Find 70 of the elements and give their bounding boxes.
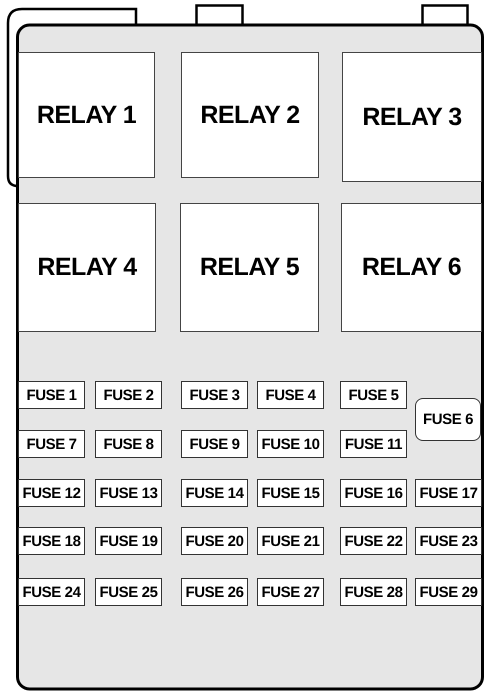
relay-label: RELAY 3: [362, 104, 462, 130]
fuse-slot: [257, 578, 324, 606]
fuse-label: FUSE 20: [185, 534, 244, 548]
fuse-slot: [18, 381, 85, 409]
relay-slot: [180, 203, 319, 332]
fuse-label: FUSE 14: [185, 486, 244, 500]
fuse-slot: [181, 381, 248, 409]
relay-slot: [18, 52, 155, 178]
fuse-label: FUSE 9: [189, 436, 240, 452]
fuse-slot: [181, 430, 248, 458]
fuse-label: FUSE 28: [344, 584, 403, 600]
fuse-slot: [340, 479, 407, 507]
fuse-label: FUSE 26: [185, 584, 244, 600]
fuse-label: FUSE 12: [22, 486, 81, 500]
fuse-label: FUSE 29: [419, 584, 478, 600]
fuse-slot: [257, 430, 324, 458]
fuse-slot: [181, 479, 248, 507]
fuse-label: FUSE 21: [261, 534, 320, 548]
fuse-label: FUSE 24: [22, 584, 81, 600]
fuse-slot: [415, 527, 482, 555]
relay-slot: [181, 52, 319, 178]
fuse-slot: [257, 527, 324, 555]
fuse-slot: [340, 527, 407, 555]
fuse-slot: [257, 479, 324, 507]
fuse-slot: [181, 527, 248, 555]
fuse-slot: [95, 381, 162, 409]
fuse-label: FUSE 19: [99, 534, 158, 548]
fuse-label: FUSE 27: [261, 584, 320, 600]
fuse-label: FUSE 10: [261, 436, 320, 452]
fuse-label: FUSE 11: [344, 436, 402, 452]
relay-label: RELAY 4: [37, 255, 137, 280]
relay-slot: [18, 203, 156, 332]
relay-label: RELAY 5: [200, 255, 300, 280]
fuse-label: FUSE 13: [99, 486, 158, 500]
fuse-label: FUSE 7: [26, 436, 77, 452]
fuse-label: FUSE 25: [99, 584, 158, 600]
fuse-slot: [18, 430, 85, 458]
fuse-label: FUSE 15: [261, 486, 320, 500]
fuse-slot: [257, 381, 324, 409]
fuse-label: FUSE 3: [189, 388, 240, 402]
fuse-label: FUSE 6: [422, 412, 474, 427]
relay-slot: [342, 52, 482, 182]
fuse-slot: [18, 527, 85, 555]
fuse-slot: [340, 578, 407, 606]
fuse-slot: [95, 578, 162, 606]
fuse-label: FUSE 5: [348, 388, 399, 402]
fuse-slot: [18, 578, 85, 606]
fuse-slot: [340, 430, 407, 458]
relay-slot: [341, 203, 482, 332]
fuse-label: FUSE 1: [26, 388, 77, 402]
fuse-label: FUSE 18: [22, 534, 81, 548]
fuse-label: FUSE 16: [344, 486, 403, 500]
fuse-label: FUSE 4: [265, 388, 316, 402]
fuse-slot: [415, 398, 481, 441]
fuse-label: FUSE 17: [419, 486, 478, 500]
fuse-label: FUSE 23: [419, 534, 478, 548]
fuse-slot: [415, 479, 482, 507]
fuse-slot: [95, 479, 162, 507]
relay-label: RELAY 6: [362, 255, 462, 280]
fuse-slot: [415, 578, 482, 606]
fuse-slot: [95, 430, 162, 458]
relay-label: RELAY 1: [36, 102, 136, 128]
fuse-label: FUSE 8: [103, 436, 154, 452]
fuse-slot: [95, 527, 162, 555]
fuse-label: FUSE 2: [103, 388, 154, 402]
fuse-label: FUSE 22: [344, 534, 403, 548]
fuse-slot: [181, 578, 248, 606]
fuse-slot: [18, 479, 85, 507]
fuse-slot: [340, 381, 407, 409]
relay-label: RELAY 2: [200, 102, 300, 128]
